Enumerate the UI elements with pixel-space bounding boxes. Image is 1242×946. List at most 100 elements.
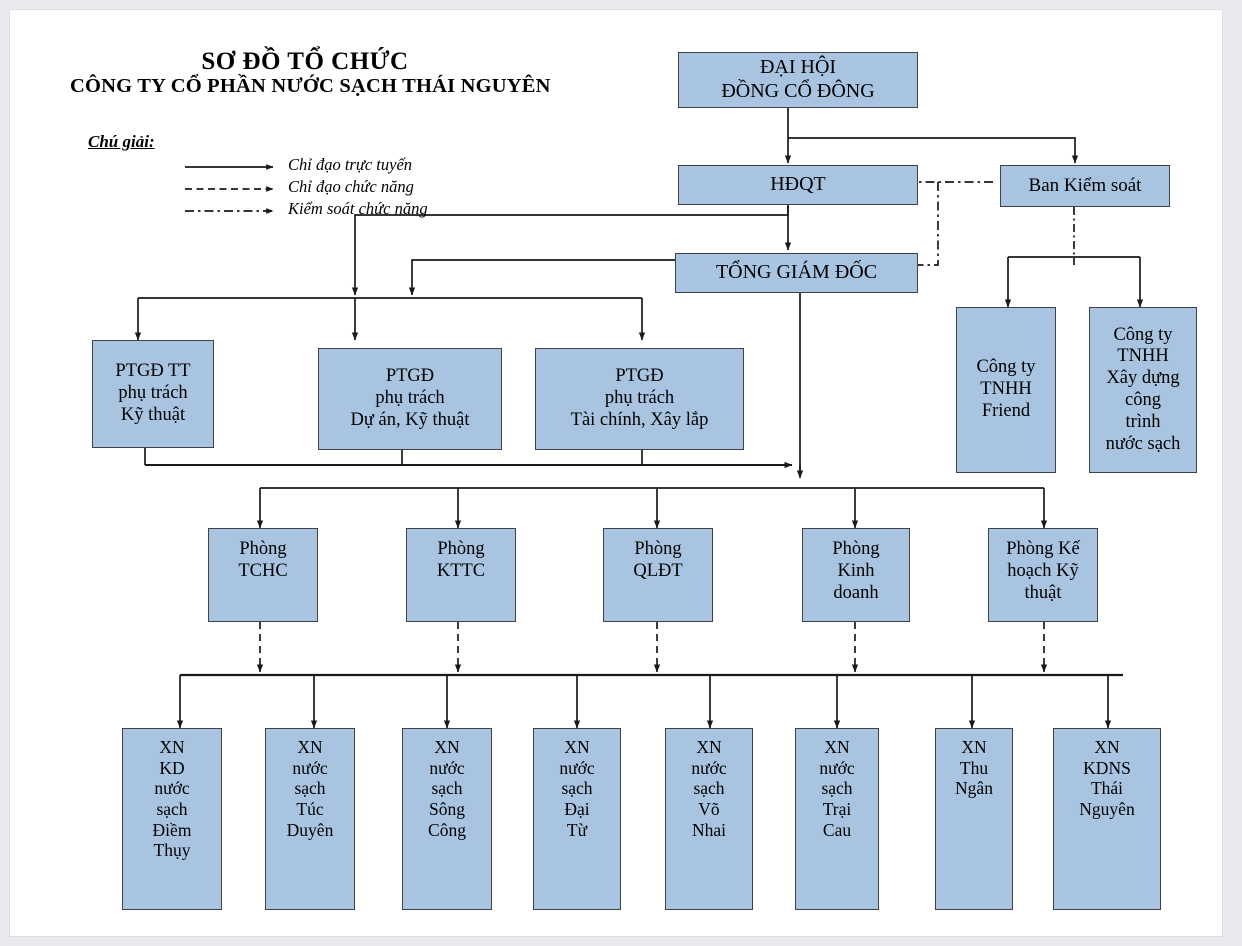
node-line: Dự án, Kỹ thuật <box>350 409 470 430</box>
node-line: ĐỒNG CỔ ĐÔNG <box>721 80 875 102</box>
node-line: TNHH <box>1117 346 1169 367</box>
legend-heading: Chú giải: <box>88 132 155 151</box>
node-line: Nguyên <box>1079 798 1135 819</box>
node-line: ĐẠI HỘI <box>759 56 837 79</box>
node-unit-thu-ngan[interactable]: XN Thu Ngân <box>935 728 1013 910</box>
node-line: sạch <box>561 778 593 799</box>
node-deputy-director-2[interactable]: PTGĐ phụ trách Dự án, Kỹ thuật <box>318 348 502 450</box>
node-line: Kỹ thuật <box>120 404 186 425</box>
legend-item-dashed: Chỉ đạo chức năng <box>88 177 508 200</box>
node-general-assembly[interactable]: ĐẠI HỘI ĐỒNG CỔ ĐÔNG <box>678 52 918 108</box>
node-unit-kdns-thai-nguyen[interactable]: XN KDNS Thái Nguyên <box>1053 728 1161 910</box>
node-line: Thụy <box>153 840 191 861</box>
node-unit-dai-tu[interactable]: XN nước sạch Đại Từ <box>533 728 621 910</box>
node-line: Xây dựng <box>1106 368 1180 389</box>
node-line: Ngân <box>955 778 993 799</box>
node-department-qldt[interactable]: Phòng QLĐT <box>603 528 713 622</box>
node-board-of-directors[interactable]: HĐQT <box>678 165 918 205</box>
node-line: Phòng <box>634 539 682 559</box>
node-label-group: XN KD nước sạch Điềm Thụy <box>126 731 218 861</box>
node-label-group: XN nước sạch Sông Công <box>406 731 488 840</box>
node-label-group: Phòng QLĐT <box>607 531 709 583</box>
node-line: XN <box>824 737 850 757</box>
node-line: Điềm <box>152 819 192 840</box>
node-line: Thu <box>959 757 989 778</box>
node-line: PTGĐ <box>385 366 435 387</box>
node-subsidiary-construction[interactable]: Công ty TNHH Xây dựng công trình nước sạ… <box>1089 307 1197 473</box>
node-line: Phòng <box>832 539 880 559</box>
node-line: Nhai <box>691 819 727 840</box>
node-line: QLĐT <box>633 560 683 581</box>
legend-dashed-line-icon <box>185 186 274 192</box>
node-label-group: XN nước sạch Võ Nhai <box>669 731 749 840</box>
node-label-group: Phòng Kinh doanh <box>806 531 906 604</box>
node-label-group: XN nước sạch Đại Từ <box>537 731 617 840</box>
node-unit-vo-nhai[interactable]: XN nước sạch Võ Nhai <box>665 728 753 910</box>
node-supervisory-board[interactable]: Ban Kiểm soát <box>1000 165 1170 207</box>
node-label-group: Công ty TNHH Friend <box>960 357 1052 422</box>
node-line: Túc <box>296 798 324 819</box>
node-line: công <box>1125 390 1161 410</box>
node-line: nước <box>559 757 595 778</box>
node-general-director[interactable]: TỔNG GIÁM ĐỐC <box>675 253 918 293</box>
node-unit-trai-cau[interactable]: XN nước sạch Trại Cau <box>795 728 879 910</box>
node-line: phụ trách <box>375 388 445 409</box>
node-deputy-director-1[interactable]: PTGĐ TT phụ trách Kỹ thuật <box>92 340 214 448</box>
node-line: TNHH <box>980 379 1032 400</box>
node-department-business[interactable]: Phòng Kinh doanh <box>802 528 910 622</box>
node-line: Công <box>428 819 466 840</box>
node-deputy-director-3[interactable]: PTGĐ phụ trách Tài chính, Xây lắp <box>535 348 744 450</box>
node-line: doanh <box>833 582 879 603</box>
node-line: Friend <box>981 400 1031 421</box>
node-line: TỔNG GIÁM ĐỐC <box>715 261 878 284</box>
node-line: Phòng <box>437 539 485 559</box>
legend-dashdot-line-icon <box>185 208 274 214</box>
node-line: PTGĐ <box>615 366 664 387</box>
node-label-group: XN nước sạch Túc Duyên <box>269 731 351 840</box>
node-label-group: PTGĐ phụ trách Dự án, Kỹ thuật <box>322 366 498 431</box>
node-line: nước <box>429 757 465 778</box>
node-subsidiary-friend[interactable]: Công ty TNHH Friend <box>956 307 1056 473</box>
node-line: KDNS <box>1083 757 1131 778</box>
legend-label-dashed: Chỉ đạo chức năng <box>288 177 414 196</box>
node-line: Phòng Kế <box>1006 539 1080 559</box>
node-line: Tài chính, Xây lắp <box>570 409 709 430</box>
node-line: XN <box>1094 737 1120 757</box>
node-label-group: PTGĐ phụ trách Tài chính, Xây lắp <box>539 366 740 431</box>
legend-label-dashdot: Kiểm soát chức năng <box>288 199 428 218</box>
node-label-group: XN Thu Ngân <box>939 731 1009 799</box>
node-department-kttc[interactable]: Phòng KTTC <box>406 528 516 622</box>
node-line: sạch <box>431 778 463 799</box>
node-line: sạch <box>294 778 326 799</box>
legend-item-dashdot: Kiểm soát chức năng <box>88 199 508 222</box>
node-unit-diem-thuy[interactable]: XN KD nước sạch Điềm Thụy <box>122 728 222 910</box>
node-line: Công ty <box>1113 324 1173 345</box>
node-line: Sông <box>429 798 465 819</box>
node-label-group: XN nước sạch Trại Cau <box>799 731 875 840</box>
node-line: Đại <box>564 798 590 819</box>
node-label-group: XN KDNS Thái Nguyên <box>1057 731 1157 820</box>
node-unit-tuc-duyen[interactable]: XN nước sạch Túc Duyên <box>265 728 355 910</box>
node-line: KD <box>159 757 185 778</box>
node-line: TCHC <box>238 560 288 581</box>
node-unit-song-cong[interactable]: XN nước sạch Sông Công <box>402 728 492 910</box>
page-subtitle: CÔNG TY CỔ PHẦN NƯỚC SẠCH THÁI NGUYÊN <box>70 75 551 97</box>
node-line: Trại <box>822 798 852 819</box>
node-line: Võ <box>698 798 720 819</box>
legend-label-solid: Chỉ đạo trực tuyến <box>288 155 413 174</box>
node-department-tchc[interactable]: Phòng TCHC <box>208 528 318 622</box>
node-line: sạch <box>156 798 188 819</box>
node-line: thuật <box>1024 582 1062 603</box>
node-line: phụ trách <box>604 388 675 409</box>
legend-solid-line-icon <box>185 164 274 170</box>
node-line: trình <box>1125 411 1161 432</box>
node-line: nước <box>691 757 727 778</box>
node-line: phụ trách <box>118 383 188 404</box>
node-line: Công ty <box>976 357 1036 378</box>
node-line: PTGĐ TT <box>115 361 191 382</box>
node-department-planning-technical[interactable]: Phòng Kế hoạch Kỹ thuật <box>988 528 1098 622</box>
node-label-group: Phòng TCHC <box>212 531 314 583</box>
chart-canvas: SƠ ĐỒ TỔ CHỨC CÔNG TY CỔ PHẦN NƯỚC SẠCH … <box>10 10 1222 936</box>
node-line: KTTC <box>436 560 486 581</box>
